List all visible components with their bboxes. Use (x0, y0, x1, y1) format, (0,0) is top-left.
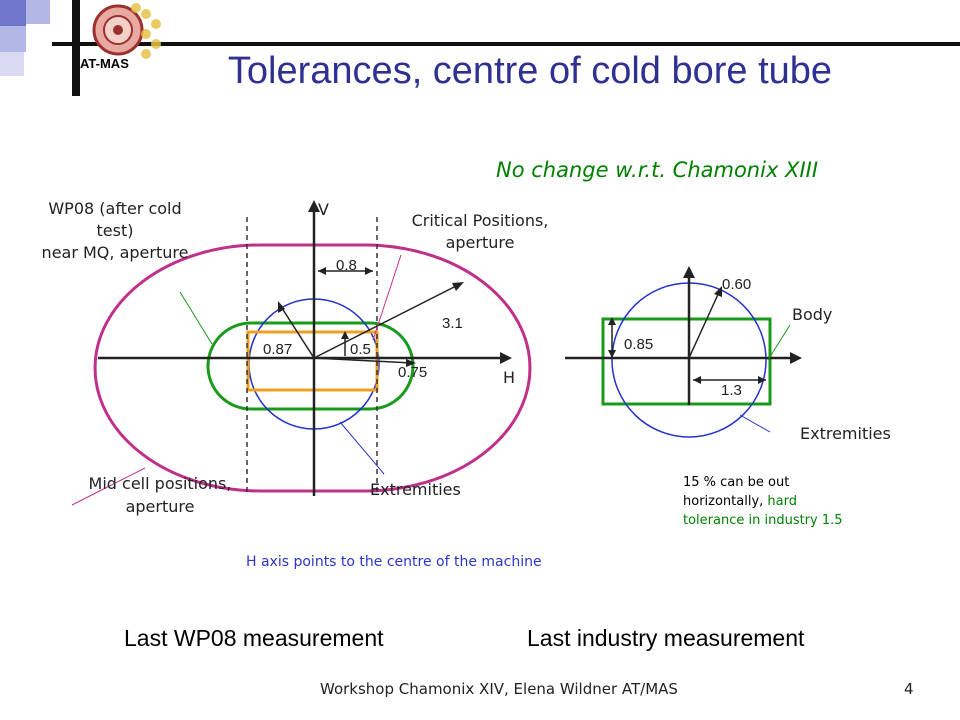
midcell-aperture-outline (93, 243, 532, 493)
extremities-label-left: Extremities (370, 480, 461, 499)
value-0-85: 0.85 (624, 336, 654, 353)
value-0-5: 0.5 (350, 341, 371, 358)
value-0-8: 0.8 (336, 257, 357, 274)
h-axis-note: H axis points to the centre of the machi… (246, 554, 542, 570)
midcell-leader-line (71, 467, 146, 506)
v-axis-arrow (308, 200, 320, 212)
h-axis-arrow (500, 352, 512, 364)
atmas-logo (92, 3, 161, 59)
last-industry-label: Last industry measurement (527, 625, 805, 651)
footer-text: Workshop Chamonix XIV, Elena Wildner AT/… (320, 680, 678, 698)
value-0-87: 0.87 (263, 341, 293, 358)
extremities-label-right: Extremities (800, 424, 891, 443)
h-axis-label: H (503, 368, 516, 387)
subtitle: No change w.r.t. Chamonix XIII (496, 158, 819, 182)
value-3-1: 3.1 (442, 315, 463, 332)
header-vertical-bar (72, 0, 80, 96)
v-axis-label: V (318, 200, 329, 219)
wp08-leader-line (179, 291, 213, 345)
extremities-leader-right (739, 414, 771, 433)
value-0-60: 0.60 (722, 276, 752, 293)
body-label: Body (792, 305, 833, 324)
extremities-leader-line (339, 421, 385, 475)
header-horizontal-bar (52, 42, 960, 46)
corner-square-3 (0, 26, 26, 52)
logo-text: AT-MAS (80, 56, 129, 71)
midcell-label: Mid cell positions, aperture (88, 474, 232, 516)
industry-note: 15 % can be out horizontally, hard toler… (683, 475, 843, 528)
value-1-3: 1.3 (721, 382, 742, 399)
value-0-75: 0.75 (398, 364, 428, 381)
corner-square-2 (26, 0, 50, 24)
last-wp08-label: Last WP08 measurement (124, 625, 384, 651)
slide-title: Tolerances, centre of cold bore tube (227, 50, 833, 92)
page-number: 4 (904, 680, 914, 698)
critical-positions-label: Critical Positions, aperture (411, 211, 549, 252)
critical-leader-line (372, 254, 402, 341)
body-leader-line (767, 324, 791, 361)
corner-square-1 (0, 0, 26, 26)
radius-3-1-arrow (313, 283, 461, 359)
wp08-aperture-outline (206, 321, 415, 411)
body-rect (601, 317, 772, 406)
wp08-label: WP08 (after cold test) near MQ, aperture (41, 199, 189, 262)
corner-square-4 (0, 52, 24, 76)
